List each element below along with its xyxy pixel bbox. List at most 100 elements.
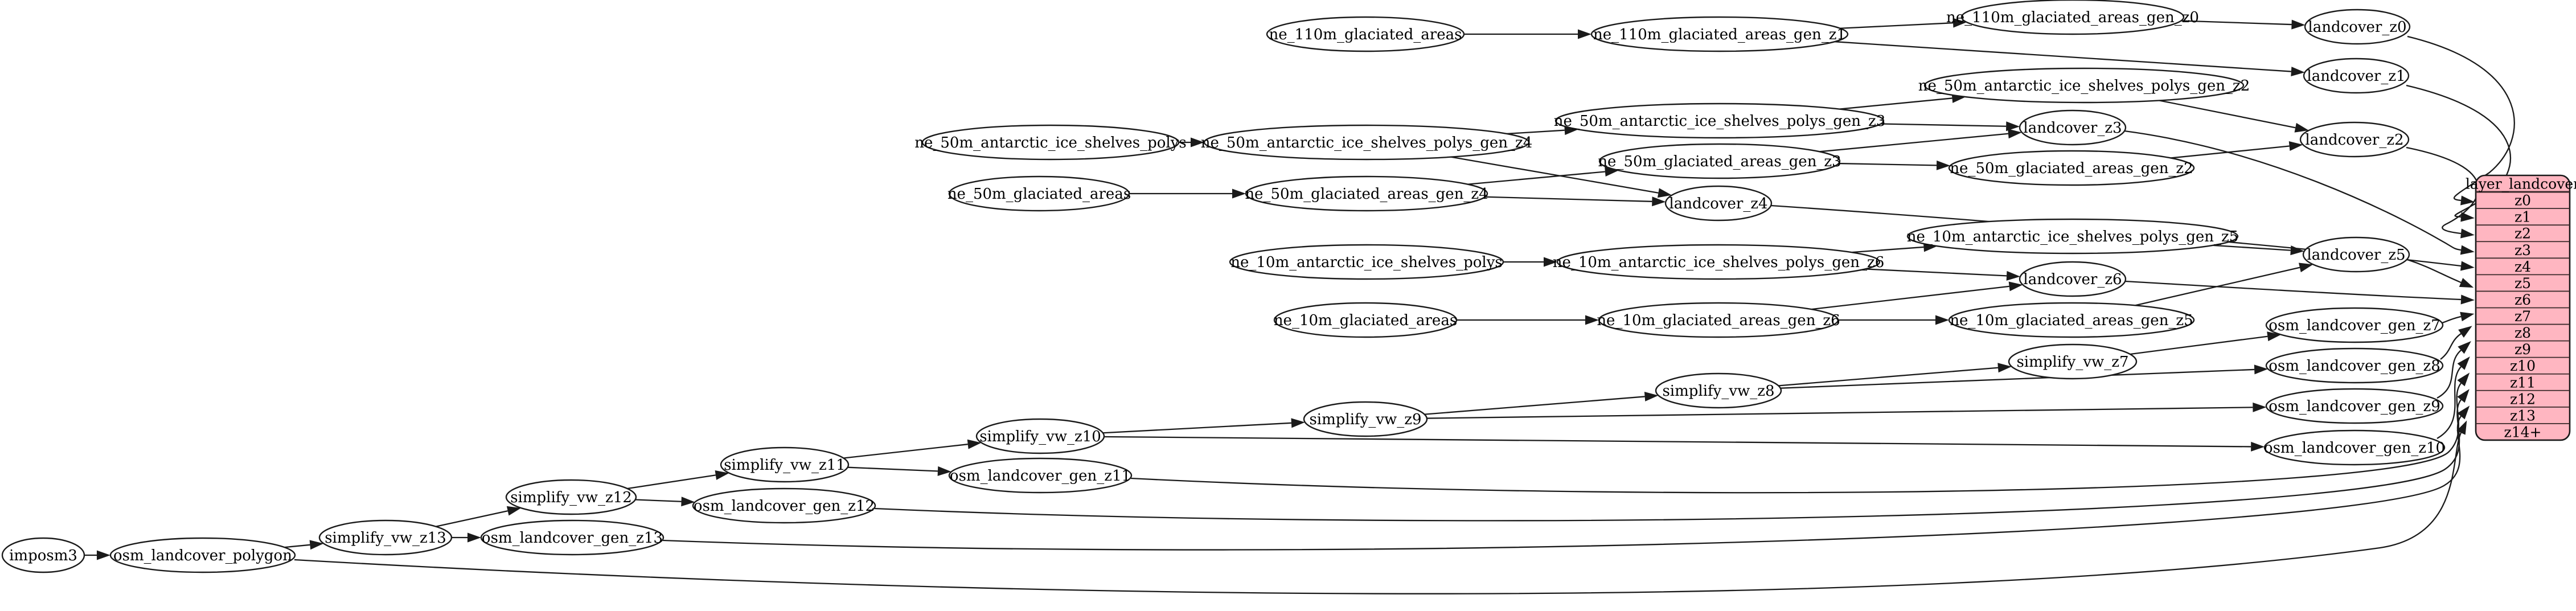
node-osm_landcover_gen_z12: osm_landcover_gen_z12 xyxy=(692,487,876,524)
table-row-z0: z0 xyxy=(2515,192,2531,209)
node-ellipse-landcover_z5 xyxy=(2302,236,2410,273)
node-ne_110m_glaciated_areas: ne_110m_glaciated_areas xyxy=(1266,16,1465,52)
arrowhead-landcover_z5 xyxy=(2298,263,2314,273)
node-ellipse-ne_110m_glaciated_areas_gen_z1 xyxy=(1590,16,1849,52)
table-row-z6: z6 xyxy=(2515,292,2531,308)
node-label-ne_50m_glaciated_areas_gen_z4: ne_50m_glaciated_areas_gen_z4 xyxy=(1245,186,1488,203)
node-ellipse-ne_10m_glaciated_areas_gen_z6 xyxy=(1598,302,1839,338)
node-simplify_vw_z11: simplify_vw_z11 xyxy=(720,446,850,483)
table-title: layer_landcover xyxy=(2466,176,2576,192)
edge-simplify_vw_z11-to-simplify_vw_z10 xyxy=(843,444,968,459)
edge-ne_50m_antarctic_ice_shelves_polys_gen_z3-to-ne_50m_antarctic_ice_shelves_polys_gen_z2 xyxy=(1839,97,1952,110)
node-osm_landcover_gen_z11: osm_landcover_gen_z11 xyxy=(948,457,1133,494)
arrowhead-osm_landcover_gen_z12 xyxy=(681,497,695,507)
edge-ne_50m_antarctic_ice_shelves_polys_gen_z4-to-landcover_z4 xyxy=(1450,156,1659,194)
node-ellipse-landcover_z4 xyxy=(1664,185,1773,222)
node-ne_110m_glaciated_areas_gen_z1: ne_110m_glaciated_areas_gen_z1 xyxy=(1590,16,1849,52)
node-ne_50m_antarctic_ice_shelves_polys: ne_50m_antarctic_ice_shelves_polys xyxy=(914,124,1187,161)
node-label-ne_10m_antarctic_ice_shelves_polys: ne_10m_antarctic_ice_shelves_polys xyxy=(1230,254,1503,271)
node-ellipse-ne_50m_glaciated_areas_gen_z3 xyxy=(1598,143,1841,179)
node-ellipse-simplify_vw_z7 xyxy=(2008,343,2138,380)
node-ne_10m_antarctic_ice_shelves_polys_gen_z6: ne_10m_antarctic_ice_shelves_polys_gen_z… xyxy=(1553,244,1884,280)
node-ellipse-landcover_z1 xyxy=(2303,58,2410,94)
edge-simplify_vw_z10-to-simplify_vw_z9 xyxy=(1102,422,1291,434)
arrowhead-z7 xyxy=(2460,311,2475,322)
arrowhead-ne_50m_antarctic_ice_shelves_polys_gen_z4 xyxy=(1191,137,1204,147)
arrowhead-ne_50m_glaciated_areas_gen_z2 xyxy=(1936,160,1951,170)
node-label-landcover_z1: landcover_z1 xyxy=(2307,68,2405,85)
table-row-z2: z2 xyxy=(2515,225,2531,242)
table-row-z3: z3 xyxy=(2515,242,2531,259)
node-landcover_z3: landcover_z3 xyxy=(2019,109,2127,146)
node-label-ne_50m_antarctic_ice_shelves_polys_gen_z3: ne_50m_antarctic_ice_shelves_polys_gen_z… xyxy=(1554,113,1886,130)
arrowhead-landcover_z2 xyxy=(2294,122,2309,133)
edge-osm_landcover_gen_z10-to-z10 xyxy=(2436,366,2462,439)
node-osm_landcover_polygon: osm_landcover_polygon xyxy=(109,537,296,573)
edge-simplify_vw_z10-to-osm_landcover_gen_z10 xyxy=(1104,436,2251,448)
node-label-simplify_vw_z7: simplify_vw_z7 xyxy=(2016,354,2128,371)
edge-ne_50m_glaciated_areas_gen_z2-to-landcover_z2 xyxy=(2171,145,2290,159)
node-osm_landcover_gen_z7: osm_landcover_gen_z7 xyxy=(2265,307,2444,343)
layer-landcover-table: layer_landcoverz0z1z2z3z4z5z6z7z8z9z10z1… xyxy=(2466,174,2576,441)
node-label-ne_110m_glaciated_areas_gen_z0: ne_110m_glaciated_areas_gen_z0 xyxy=(1946,9,2199,26)
node-label-landcover_z6: landcover_z6 xyxy=(2023,271,2122,288)
edge-simplify_vw_z12-to-simplify_vw_z11 xyxy=(627,474,716,490)
node-ellipse-simplify_vw_z13 xyxy=(318,519,453,556)
node-label-simplify_vw_z11: simplify_vw_z11 xyxy=(724,457,846,474)
edge-ne_50m_glaciated_areas_gen_z3-to-ne_50m_glaciated_areas_gen_z2 xyxy=(1839,162,1937,166)
arrowhead-osm_landcover_gen_z11 xyxy=(937,466,951,476)
node-ne_50m_glaciated_areas: ne_50m_glaciated_areas xyxy=(947,175,1131,212)
node-label-ne_10m_antarctic_ice_shelves_polys_gen_z5: ne_10m_antarctic_ice_shelves_polys_gen_z… xyxy=(1907,228,2239,245)
node-ellipse-ne_110m_glaciated_areas xyxy=(1266,16,1465,52)
node-label-simplify_vw_z13: simplify_vw_z13 xyxy=(325,530,446,547)
edge-ne_50m_glaciated_areas_gen_z3-to-landcover_z3 xyxy=(1819,133,2009,153)
node-ellipse-osm_landcover_gen_z8 xyxy=(2265,347,2444,384)
arrowhead-landcover_z6 xyxy=(2008,281,2023,292)
node-label-landcover_z5: landcover_z5 xyxy=(2307,247,2405,264)
node-ellipse-ne_10m_antarctic_ice_shelves_polys_gen_z6 xyxy=(1556,244,1881,280)
node-ellipse-osm_landcover_gen_z13 xyxy=(480,519,664,556)
node-label-ne_110m_glaciated_areas: ne_110m_glaciated_areas xyxy=(1269,26,1462,43)
arrowhead-landcover_z3 xyxy=(2006,121,2020,132)
node-label-osm_landcover_polygon: osm_landcover_polygon xyxy=(113,547,292,564)
edge-ne_50m_glaciated_areas_gen_z4-to-ne_50m_glaciated_areas_gen_z3 xyxy=(1467,171,1606,185)
node-ellipse-osm_landcover_gen_z7 xyxy=(2265,307,2444,343)
arrowhead-landcover_z1 xyxy=(2291,67,2305,77)
node-label-osm_landcover_gen_z13: osm_landcover_gen_z13 xyxy=(482,530,663,547)
node-ellipse-landcover_z6 xyxy=(2019,261,2127,297)
node-label-landcover_z2: landcover_z2 xyxy=(2305,132,2403,149)
arrowhead-z13 xyxy=(2457,405,2470,420)
node-label-ne_50m_antarctic_ice_shelves_polys_gen_z2: ne_50m_antarctic_ice_shelves_polys_gen_z… xyxy=(1918,77,2250,95)
edge-simplify_vw_z9-to-osm_landcover_gen_z9 xyxy=(1426,407,2253,419)
arrowhead-ne_50m_glaciated_areas_gen_z4 xyxy=(1232,188,1246,199)
table-row-z7: z7 xyxy=(2515,308,2531,325)
arrowhead-ne_110m_glaciated_areas_gen_z1 xyxy=(1578,29,1591,39)
node-label-imposm3: imposm3 xyxy=(9,547,77,564)
arrowhead-z2 xyxy=(2460,228,2475,239)
node-label-ne_10m_glaciated_areas_gen_z6: ne_10m_glaciated_areas_gen_z6 xyxy=(1597,312,1840,329)
edge-ne_50m_antarctic_ice_shelves_polys_gen_z3-to-landcover_z3 xyxy=(1881,123,2007,127)
node-label-ne_10m_glaciated_areas: ne_10m_glaciated_areas xyxy=(1274,312,1457,329)
node-ellipse-landcover_z2 xyxy=(2299,121,2410,158)
node-ellipse-landcover_z3 xyxy=(2019,109,2127,146)
arrowhead-simplify_vw_z9 xyxy=(1291,418,1305,428)
edge-ne_10m_antarctic_ice_shelves_polys_gen_z6-to-landcover_z6 xyxy=(1865,268,2007,277)
edge-ne_110m_glaciated_areas_gen_z0-to-landcover_z0 xyxy=(2181,20,2292,26)
node-simplify_vw_z13: simplify_vw_z13 xyxy=(318,519,453,556)
node-ellipse-ne_10m_antarctic_ice_shelves_polys_gen_z5 xyxy=(1906,218,2239,255)
node-label-simplify_vw_z8: simplify_vw_z8 xyxy=(1662,383,1774,400)
node-ellipse-simplify_vw_z9 xyxy=(1303,401,1428,437)
node-simplify_vw_z9: simplify_vw_z9 xyxy=(1303,401,1428,437)
arrowhead-simplify_vw_z13 xyxy=(309,540,324,550)
node-ellipse-simplify_vw_z10 xyxy=(975,418,1105,454)
node-ellipse-ne_10m_antarctic_ice_shelves_polys xyxy=(1229,244,1504,280)
arrowhead-osm_landcover_gen_z9 xyxy=(2253,402,2267,412)
edge-simplify_vw_z11-to-osm_landcover_gen_z11 xyxy=(847,466,938,472)
edge-ne_50m_antarctic_ice_shelves_polys_gen_z4-to-ne_50m_antarctic_ice_shelves_polys_gen_z3 xyxy=(1507,129,1565,135)
edge-simplify_vw_z9-to-simplify_vw_z8 xyxy=(1424,396,1645,415)
node-label-ne_50m_glaciated_areas: ne_50m_glaciated_areas xyxy=(947,186,1131,203)
node-ellipse-imposm3 xyxy=(1,537,85,573)
table-row-z11: z11 xyxy=(2510,374,2536,391)
node-label-simplify_vw_z10: simplify_vw_z10 xyxy=(979,428,1101,445)
node-ellipse-ne_50m_glaciated_areas_gen_z4 xyxy=(1245,175,1488,212)
